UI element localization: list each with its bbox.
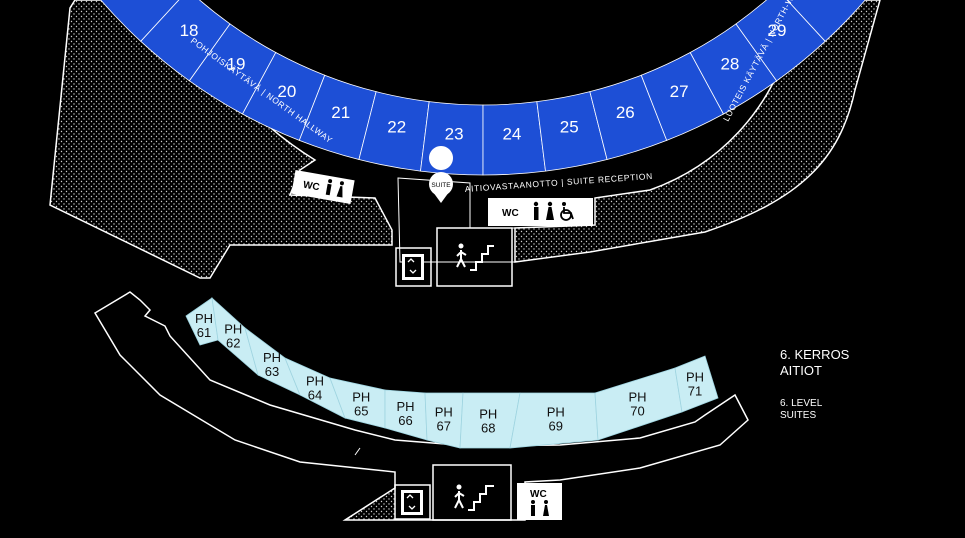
- floor-subtitle-line2: SUITES: [780, 410, 817, 421]
- svg-text:WC: WC: [530, 489, 547, 500]
- suite-number-label: 61: [197, 325, 211, 340]
- male-icon: [531, 500, 535, 516]
- wc-left: WC: [291, 169, 355, 205]
- suite-ph-label: PH: [263, 350, 281, 365]
- floor-title-line1: 6. KERROS: [780, 347, 850, 362]
- suite-ph-label: PH: [195, 311, 213, 326]
- section-label: 17: [137, 0, 156, 1]
- suite-ph-label: PH: [479, 407, 497, 422]
- section-label: 28: [720, 55, 739, 74]
- female-icon: [543, 500, 549, 516]
- section-label: 18: [180, 21, 199, 40]
- section-label: 25: [560, 117, 579, 136]
- suite-pin-label: SUITE: [431, 182, 451, 189]
- suite-ph-label: PH: [686, 370, 704, 385]
- lower-ring-outline: [93, 291, 749, 521]
- suite-number-label: 68: [481, 421, 495, 436]
- section-label: 26: [616, 103, 635, 122]
- elevator-icon[interactable]: [395, 247, 432, 287]
- suite-71[interactable]: [674, 355, 719, 413]
- female-icon: [546, 201, 554, 220]
- floor-subtitle: 6. LEVEL SUITES: [780, 398, 822, 422]
- suite-number-label: 62: [226, 335, 240, 350]
- wc-lower: WC: [517, 483, 562, 520]
- suite-pin-icon[interactable]: SUITE: [429, 146, 454, 203]
- section-29[interactable]: [735, 0, 826, 82]
- inner-divider: [354, 447, 361, 456]
- section-label: 23: [445, 125, 464, 144]
- female-icon: [336, 181, 344, 198]
- stairs-icon[interactable]: [432, 464, 512, 521]
- suite-number-label: 65: [354, 404, 368, 419]
- elevator-icon[interactable]: [394, 484, 431, 520]
- floor-title-line2: AITIOT: [780, 363, 822, 378]
- suite-ph-label: PH: [435, 405, 453, 420]
- suite-ph-label: PH: [547, 405, 565, 420]
- suite-ph-label: PH: [306, 373, 324, 388]
- stairs-icon[interactable]: [436, 227, 513, 287]
- suite-number-label: 64: [308, 387, 322, 402]
- center-concourse: [397, 177, 516, 263]
- section-label: 24: [502, 125, 521, 144]
- suite-ph-label: PH: [628, 389, 646, 404]
- section-30[interactable]: [778, 0, 869, 42]
- suite-ph-label: PH: [396, 399, 414, 414]
- suite-ph-label: PH: [224, 321, 242, 336]
- suite-number-label: 67: [437, 419, 451, 434]
- accessible-icon: [560, 202, 574, 221]
- suite-number-label: 70: [630, 403, 644, 418]
- section-17[interactable]: [97, 0, 188, 42]
- svg-text:WC: WC: [302, 180, 320, 194]
- floor-title: 6. KERROS AITIOT: [780, 347, 849, 379]
- suite-number-label: 66: [398, 413, 412, 428]
- suite-ph-label: PH: [352, 390, 370, 405]
- section-label: 22: [387, 117, 406, 136]
- section-label: 21: [331, 103, 350, 122]
- male-icon: [533, 201, 539, 220]
- male-icon: [325, 179, 333, 196]
- suite-number-label: 71: [688, 384, 702, 399]
- section-label: 19: [227, 55, 246, 74]
- section-label: 29: [768, 21, 787, 40]
- svg-text:WC: WC: [502, 208, 519, 219]
- suite-number-label: 63: [265, 364, 279, 379]
- floor-subtitle-line1: 6. LEVEL: [780, 398, 823, 409]
- section-label: 30: [810, 0, 829, 1]
- suite-number-label: 69: [549, 419, 563, 434]
- section-label: 27: [670, 82, 689, 101]
- section-label: 20: [277, 82, 296, 101]
- wc-right: WC: [488, 198, 593, 226]
